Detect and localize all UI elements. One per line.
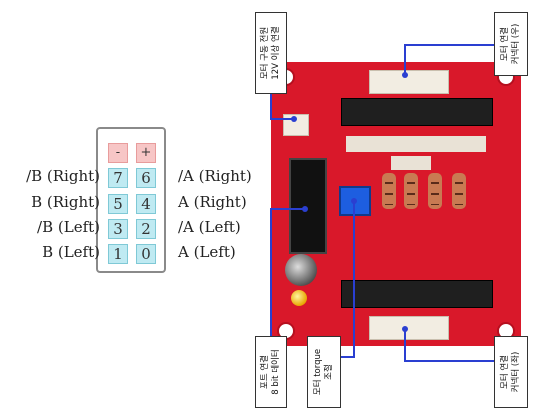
callout-text: 모터 torque: [313, 349, 324, 395]
pin-label-right: /A (Right): [178, 167, 252, 185]
leader-dot: [351, 198, 357, 204]
callout-text: 커넥터 (우): [511, 24, 522, 65]
motor-connector-right: [369, 70, 449, 94]
pin-key: 1: [108, 244, 128, 264]
resistor: [428, 173, 442, 209]
leader-line: [404, 44, 406, 74]
leader-line: [270, 94, 272, 120]
pin-key-plus: +: [136, 143, 156, 163]
callout-torque: 모터 torque조절: [307, 336, 341, 408]
leader-dot: [302, 206, 308, 212]
electrolytic-capacitor: [285, 254, 317, 286]
resistor: [452, 173, 466, 209]
pin-key: 5: [108, 194, 128, 214]
pin-label-right: A (Right): [178, 193, 247, 211]
leader-line: [404, 360, 494, 362]
smd-part: [391, 156, 431, 170]
leader-line: [404, 328, 406, 362]
pin-key: 2: [136, 219, 156, 239]
data-header-8bit: [289, 158, 327, 254]
leader-line: [405, 44, 494, 46]
pin-label-right: /A (Left): [178, 218, 241, 236]
stepper-driver-board: [271, 62, 521, 346]
callout-text: 12V 이상 연결: [271, 26, 282, 79]
leader-dot: [291, 116, 297, 122]
pin-label-left: B (Left): [8, 243, 100, 261]
indicator-led: [291, 290, 307, 306]
pin-key: 7: [108, 168, 128, 188]
leader-line: [270, 208, 272, 336]
pin-label-left: B (Right): [8, 193, 100, 211]
leader-line: [270, 208, 304, 210]
callout-text: 8 bit 데이터: [271, 349, 282, 394]
driver-ic-top: [341, 98, 493, 126]
pin-label-right: A (Left): [178, 243, 236, 261]
callout-motor-right: 모터 연결커넥터 (우): [494, 12, 528, 76]
callout-port: 포트 연결8 bit 데이터: [255, 336, 287, 408]
resistor: [382, 173, 396, 209]
driver-ic-bottom: [341, 280, 493, 308]
callout-power: 모터 구동 전원12V 이상 연결: [255, 12, 287, 94]
motor-connector-left: [369, 316, 449, 340]
pin-key: 6: [136, 168, 156, 188]
callout-text: 모터 구동 전원: [260, 26, 271, 79]
smd-row: [346, 136, 486, 152]
pin-key: 0: [136, 244, 156, 264]
callout-motor-left: 모터 연결커넥터 (좌): [494, 336, 528, 408]
pin-key: 4: [136, 194, 156, 214]
leader-dot: [402, 326, 408, 332]
callout-text: 모터 연결: [500, 24, 511, 65]
pin-label-left: /B (Right): [8, 167, 100, 185]
pin-key: 3: [108, 219, 128, 239]
leader-line: [353, 200, 355, 358]
callout-text: 모터 연결: [500, 352, 511, 393]
pin-label-left: /B (Left): [8, 218, 100, 236]
leader-dot: [402, 72, 408, 78]
callout-text: 조절: [324, 349, 335, 395]
callout-text: 커넥터 (좌): [511, 352, 522, 393]
resistor: [404, 173, 418, 209]
pin-key-minus: -: [108, 143, 128, 163]
callout-text: 포트 연결: [260, 349, 271, 394]
